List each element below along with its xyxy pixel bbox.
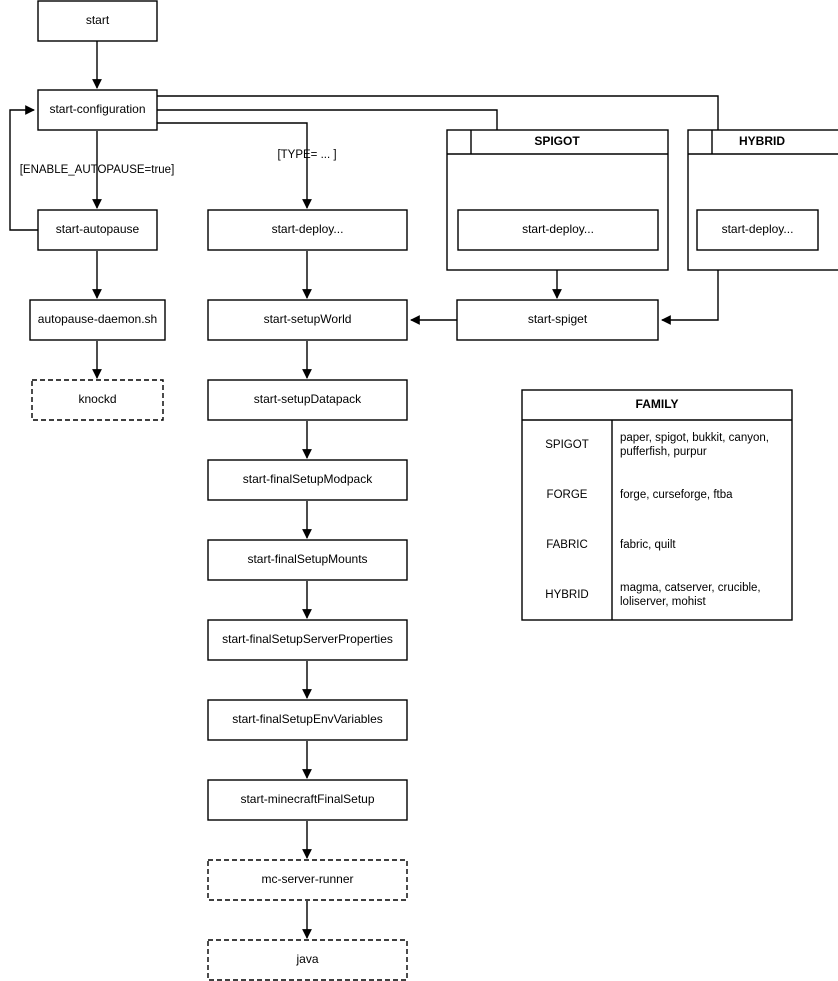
family-legend-value-line1: fabric, quilt	[620, 539, 676, 551]
node-start-label: start	[86, 13, 110, 27]
edge-label-enable-autopause: [ENABLE_AUTOPAUSE=true]	[20, 164, 175, 176]
node-start-final-setup-modpack[interactable]: start-finalSetupModpack	[207, 459, 408, 501]
node-start-setup-world[interactable]: start-setupWorld	[207, 299, 408, 341]
node-start-final-setup-modpack-box[interactable]	[207, 459, 408, 501]
family-legend-value-line1: paper, spigot, bukkit, canyon,	[620, 432, 769, 444]
edge-label-type: [TYPE= ... ]	[277, 149, 336, 161]
node-start-setup-datapack-box[interactable]	[207, 379, 408, 421]
node-start-deploy-main-label: start-deploy...	[272, 222, 344, 236]
node-start-final-setup-server-properties-label: start-finalSetupServerProperties	[222, 632, 393, 646]
node-start-setup-world-box[interactable]	[207, 299, 408, 341]
node-start-configuration[interactable]: start-configuration	[37, 89, 158, 131]
node-start-configuration-label: start-configuration	[49, 102, 145, 116]
edge-start-autopause-to-start-configuration	[9, 105, 38, 231]
group-spigot-title: SPIGOT	[534, 134, 580, 148]
family-legend-key: HYBRID	[545, 589, 588, 601]
node-java[interactable]: java	[207, 939, 408, 981]
node-start-setup-world-label: start-setupWorld	[264, 312, 352, 326]
family-legend-key: SPIGOT	[545, 439, 588, 451]
node-mc-server-runner-label: mc-server-runner	[261, 872, 353, 886]
node-java-box[interactable]	[207, 939, 408, 981]
family-legend-key: FABRIC	[546, 539, 588, 551]
node-knockd[interactable]: knockd	[31, 379, 164, 421]
family-legend-title: FAMILY	[636, 397, 679, 411]
family-legend-row: SPIGOT paper, spigot, bukkit, canyon, pu…	[545, 432, 769, 458]
node-autopause-daemon-box[interactable]	[29, 299, 166, 341]
edge-start-deploy-hybrid-to-start-spiget	[661, 251, 719, 325]
node-start-spiget-label: start-spiget	[528, 312, 588, 326]
node-start-deploy-hybrid[interactable]: start-deploy...	[696, 209, 819, 251]
node-start-minecraft-final-setup-label: start-minecraftFinalSetup	[240, 792, 374, 806]
node-java-label: java	[295, 952, 318, 966]
node-mc-server-runner[interactable]: mc-server-runner	[207, 859, 408, 901]
node-start-box[interactable]	[37, 0, 158, 42]
node-mc-server-runner-box[interactable]	[207, 859, 408, 901]
node-start-setup-datapack[interactable]: start-setupDatapack	[207, 379, 408, 421]
node-start-final-setup-server-properties[interactable]: start-finalSetupServerProperties	[207, 619, 408, 661]
node-start-deploy-spigot-box[interactable]	[457, 209, 659, 251]
group-hybrid-title: HYBRID	[739, 134, 785, 148]
node-start-deploy-main[interactable]: start-deploy...	[207, 209, 408, 251]
node-start-minecraft-final-setup[interactable]: start-minecraftFinalSetup	[207, 779, 408, 821]
family-legend-value-line1: magma, catserver, crucible,	[620, 582, 761, 594]
node-start-configuration-box[interactable]	[37, 89, 158, 131]
node-start-deploy-hybrid-label: start-deploy...	[722, 222, 794, 236]
node-start-setup-datapack-label: start-setupDatapack	[254, 392, 362, 406]
family-legend-value-line1: forge, curseforge, ftba	[620, 489, 733, 501]
node-start-spiget-box[interactable]	[456, 299, 659, 341]
node-start-deploy-spigot-label: start-deploy...	[522, 222, 594, 236]
node-start-final-setup-mounts-label: start-finalSetupMounts	[247, 552, 367, 566]
node-start-final-setup-modpack-label: start-finalSetupModpack	[243, 472, 373, 486]
family-legend-box	[521, 389, 793, 621]
node-start-autopause[interactable]: start-autopause	[37, 209, 158, 251]
node-start-deploy-spigot[interactable]: start-deploy...	[457, 209, 659, 251]
node-start[interactable]: start	[37, 0, 158, 42]
node-knockd-box[interactable]	[31, 379, 164, 421]
family-legend-value-line2: pufferfish, purpur	[620, 446, 707, 458]
node-start-final-setup-env-variables-box[interactable]	[207, 699, 408, 741]
node-start-final-setup-mounts[interactable]: start-finalSetupMounts	[207, 539, 408, 581]
node-start-deploy-main-box[interactable]	[207, 209, 408, 251]
node-start-final-setup-server-properties-box[interactable]	[207, 619, 408, 661]
family-legend-key: FORGE	[547, 489, 588, 501]
node-start-spiget[interactable]: start-spiget	[456, 299, 659, 341]
node-autopause-daemon[interactable]: autopause-daemon.sh	[29, 299, 166, 341]
node-start-final-setup-env-variables[interactable]: start-finalSetupEnvVariables	[207, 699, 408, 741]
edge-start-configuration-to-start-deploy-main	[157, 122, 312, 209]
family-legend: FAMILY SPIGOT paper, spigot, bukkit, can…	[521, 389, 793, 621]
family-legend-value-line2: loliserver, mohist	[620, 596, 706, 608]
family-legend-row: HYBRID magma, catserver, crucible, lolis…	[545, 582, 760, 608]
node-start-autopause-box[interactable]	[37, 209, 158, 251]
node-start-final-setup-env-variables-label: start-finalSetupEnvVariables	[232, 712, 383, 726]
node-start-deploy-hybrid-box[interactable]	[696, 209, 819, 251]
family-legend-row: FABRIC fabric, quilt	[546, 539, 676, 551]
family-legend-row: FORGE forge, curseforge, ftba	[547, 489, 734, 501]
node-start-final-setup-mounts-box[interactable]	[207, 539, 408, 581]
node-autopause-daemon-label: autopause-daemon.sh	[38, 312, 157, 326]
node-start-autopause-label: start-autopause	[56, 222, 140, 236]
node-start-minecraft-final-setup-box[interactable]	[207, 779, 408, 821]
node-knockd-label: knockd	[78, 392, 116, 406]
